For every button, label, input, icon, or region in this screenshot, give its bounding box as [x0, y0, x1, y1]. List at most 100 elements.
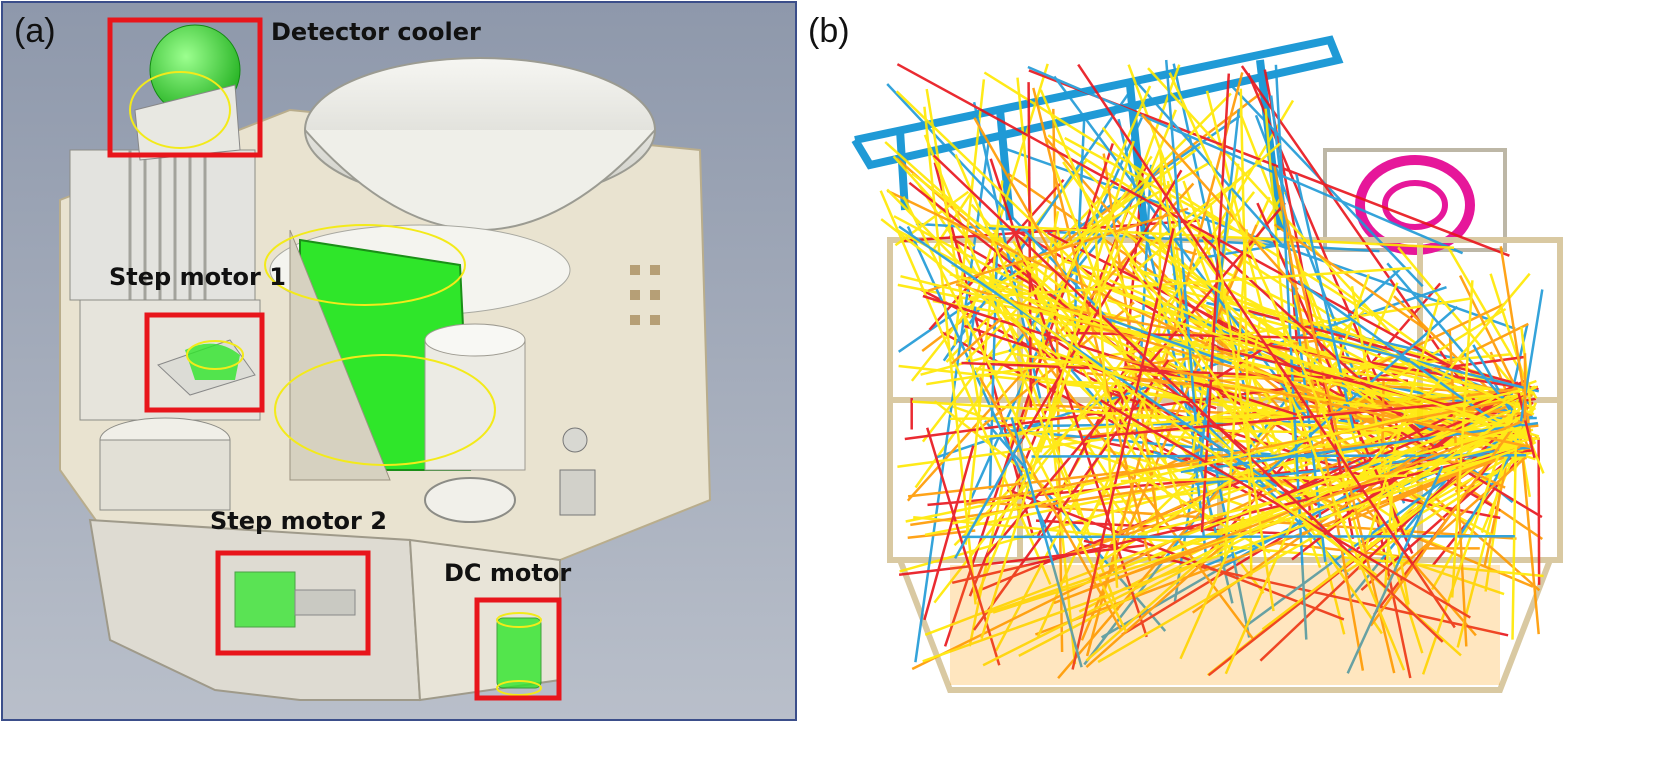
ray-line [1134, 230, 1377, 406]
ray-line [923, 445, 975, 621]
ray-line [954, 437, 1023, 559]
ray-line [880, 218, 1061, 359]
ray-line [1358, 297, 1441, 571]
ray-line [1110, 371, 1162, 478]
ray-line [1209, 202, 1275, 612]
ray-line [984, 202, 1286, 558]
ray-line [973, 117, 1068, 281]
ray-line [1386, 262, 1514, 412]
detector-cooler-box [107, 17, 263, 158]
ray-line [1106, 325, 1407, 528]
magenta-component [1323, 148, 1507, 255]
ray-line [1223, 229, 1248, 561]
ray-line [1107, 298, 1540, 438]
ray-line [969, 266, 1412, 299]
ray-line [923, 106, 977, 605]
ray-line [1010, 417, 1083, 668]
ray-line [1180, 421, 1539, 474]
ray-line [1312, 273, 1370, 431]
ray-line [925, 88, 982, 412]
top-frame [851, 35, 1344, 236]
ray-line [1316, 335, 1540, 393]
ray-line [1273, 223, 1428, 331]
ray-line [1127, 64, 1278, 464]
ray-line [1015, 258, 1154, 485]
ray-line [1182, 352, 1400, 429]
ray-line [978, 276, 1378, 577]
ray-line [898, 225, 1278, 488]
ray-line [1071, 228, 1175, 670]
ray-line [898, 544, 1145, 577]
ray-line [1200, 73, 1231, 533]
ray-line [1497, 440, 1513, 480]
ray-line [1065, 176, 1243, 308]
ray-line [1094, 239, 1119, 588]
ray-line [1077, 63, 1456, 629]
ray-line [950, 317, 1003, 365]
ray-line [879, 190, 1052, 585]
ray-line [1047, 134, 1510, 431]
ray-line [1409, 357, 1535, 416]
ray-line [1090, 307, 1507, 569]
ray-line [1099, 399, 1471, 619]
ray-line [1201, 235, 1439, 451]
ray-line [974, 109, 1177, 600]
ray-line [989, 158, 1148, 638]
panel-a-cad-model [1, 1, 797, 721]
ray-line [1331, 381, 1519, 527]
ray-line [966, 398, 1514, 506]
step-motor-1-box [144, 312, 265, 413]
panel-b-ray-trace [851, 35, 1563, 693]
step-motor-1-label: Step motor 1 [109, 263, 286, 291]
ray-line [954, 154, 1044, 357]
step-motor-2-label: Step motor 2 [210, 507, 387, 535]
ray-line [902, 196, 1128, 633]
ray-line [1158, 150, 1195, 392]
ray-line [895, 90, 1347, 525]
ray-line [906, 225, 1061, 558]
ray-line [1409, 406, 1524, 486]
ray-line [921, 301, 1031, 443]
dc-motor-label: DC motor [444, 559, 572, 587]
ray-line [1016, 77, 1077, 665]
step-motor-2-component [234, 571, 356, 628]
ray-line [922, 447, 1518, 663]
step-motor-1-component [157, 339, 256, 396]
ray-line [1085, 528, 1242, 669]
ray-line [907, 529, 976, 540]
ray-line [1348, 272, 1531, 489]
bottom-baffle [950, 565, 1500, 685]
ray-line [1369, 428, 1514, 627]
ray-line [1055, 352, 1187, 401]
ray-line [1164, 59, 1197, 422]
ray-line [926, 427, 1001, 666]
panel-a-label: (a) [14, 12, 56, 50]
ray-line [1274, 357, 1406, 671]
ray-line [1450, 280, 1474, 598]
ray-line [914, 139, 991, 663]
ray-line [1120, 474, 1408, 483]
step-motor-2-box [215, 550, 371, 656]
ray-line [1101, 126, 1226, 286]
ray-line [1168, 72, 1358, 486]
dc-motor-box [474, 597, 562, 701]
ray-line [1431, 322, 1529, 373]
detector-cooler-component [129, 24, 241, 161]
ray-line [1295, 174, 1356, 433]
ray-line [886, 188, 1142, 449]
ray-line [1140, 113, 1299, 291]
ray-line [1161, 171, 1208, 559]
ray-line [1415, 425, 1523, 457]
ray-line [1127, 467, 1271, 554]
detector-cooler-label: Detector cooler [271, 18, 481, 46]
ray-line [1346, 465, 1444, 674]
ray-line [1062, 161, 1258, 437]
ray-line [1511, 417, 1518, 640]
ray-line [989, 224, 1455, 250]
ray-line [1277, 185, 1396, 674]
ray-line [978, 376, 1123, 631]
ray-line [1228, 337, 1516, 388]
ray-traces [879, 59, 1545, 680]
ray-line [1397, 246, 1526, 400]
ray-line [1383, 486, 1394, 594]
